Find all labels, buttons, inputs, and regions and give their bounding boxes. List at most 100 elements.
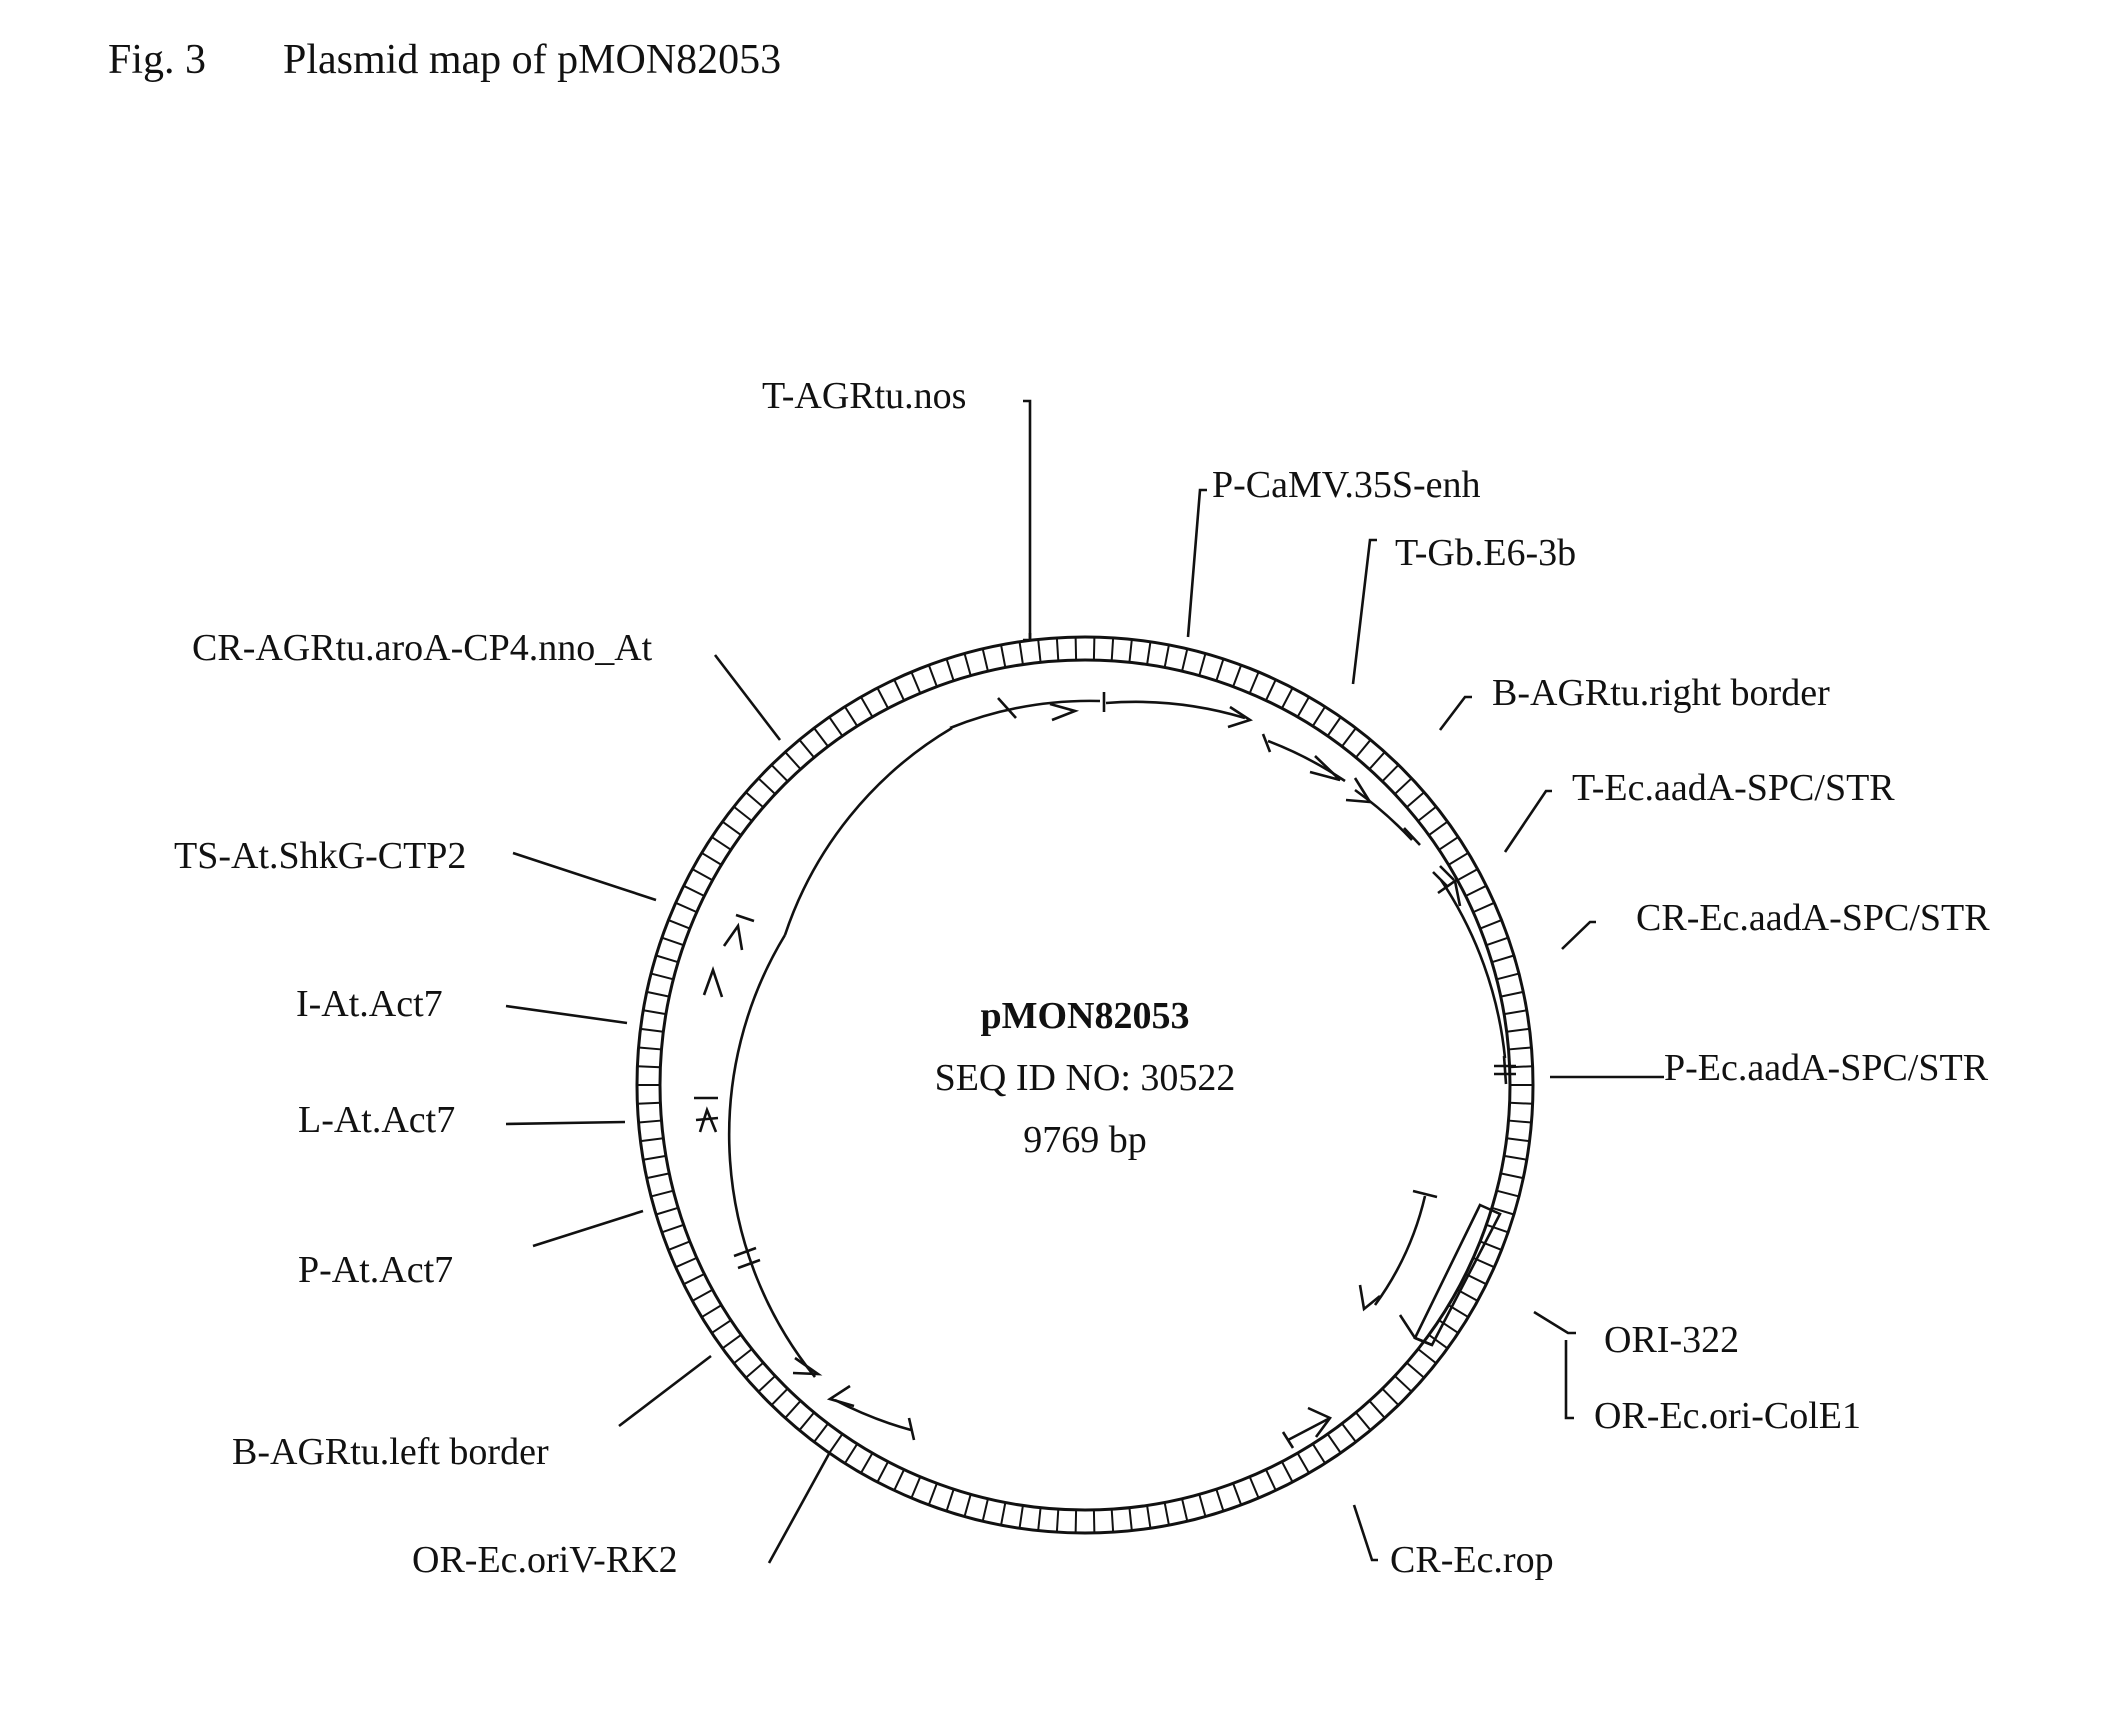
ring-tick bbox=[1486, 1223, 1509, 1234]
ring-tick bbox=[1456, 868, 1479, 882]
ring-tick bbox=[1406, 791, 1425, 809]
backbone-ring bbox=[635, 635, 1535, 1535]
ring-tick bbox=[1248, 1476, 1260, 1499]
ring-tick bbox=[733, 1348, 753, 1365]
ring-tick bbox=[650, 1189, 674, 1198]
ring-tick bbox=[661, 1223, 684, 1234]
ring-tick bbox=[1355, 739, 1372, 759]
arc-ori-reverse bbox=[1373, 1195, 1427, 1306]
ring-tick bbox=[1296, 696, 1310, 718]
plasmid-seq-id: SEQ ID NO: 30522 bbox=[935, 1057, 1236, 1099]
ring-tick bbox=[893, 679, 905, 701]
label-t-ec-aada: T-Ec.aadA-SPC/STR bbox=[1572, 767, 1895, 809]
ring-tick bbox=[1417, 1348, 1437, 1365]
arrowhead-top bbox=[1049, 702, 1080, 722]
ring-tick bbox=[1037, 639, 1042, 663]
ring-tick bbox=[675, 1256, 698, 1269]
ring-tick bbox=[640, 1137, 664, 1143]
ring-tick bbox=[637, 1101, 661, 1105]
ring-tick bbox=[844, 1443, 859, 1464]
ring-tick bbox=[1508, 1119, 1532, 1124]
ring-tick bbox=[963, 653, 972, 676]
arc-act7 bbox=[727, 934, 817, 1378]
label-ori-322: ORI-322 bbox=[1604, 1319, 1739, 1361]
ring-tick bbox=[646, 1172, 670, 1180]
ring-tick bbox=[1491, 1206, 1515, 1216]
ring-tick bbox=[757, 1375, 776, 1393]
ring-tick bbox=[770, 764, 789, 783]
ring-tick bbox=[1055, 637, 1060, 661]
ring-tick bbox=[1215, 658, 1225, 682]
ring-tick bbox=[1438, 1319, 1459, 1334]
ring-tick bbox=[1055, 1509, 1060, 1533]
ring-tick bbox=[745, 791, 764, 809]
arc-aadA bbox=[1439, 879, 1507, 1059]
ring-tick bbox=[876, 687, 889, 709]
ring-tick bbox=[646, 990, 670, 998]
ring-tick bbox=[828, 716, 844, 737]
ring-tick bbox=[1368, 751, 1386, 770]
ring-tick bbox=[963, 1494, 972, 1517]
ring-tick bbox=[668, 1240, 691, 1251]
ring-tick bbox=[1281, 687, 1294, 709]
ring-tick bbox=[683, 884, 705, 897]
ring-tick bbox=[1018, 641, 1024, 665]
ring-tick bbox=[1394, 1375, 1413, 1393]
ring-tick bbox=[1500, 990, 1524, 998]
ring-tick bbox=[784, 751, 802, 770]
label-or-ec-oriv-rk2: OR-Ec.oriV-RK2 bbox=[412, 1539, 678, 1581]
ring-tick bbox=[733, 805, 753, 822]
ring-tick bbox=[711, 836, 732, 851]
ring-tick bbox=[745, 1361, 764, 1379]
ring-tick bbox=[1503, 1009, 1527, 1016]
ring-tick bbox=[1281, 1461, 1294, 1483]
ring-tick bbox=[910, 1476, 922, 1499]
ring-tick bbox=[1146, 1505, 1152, 1529]
ring-tick bbox=[1381, 1387, 1400, 1406]
label-b-agrtu-right-border: B-AGRtu.right border bbox=[1492, 672, 1830, 714]
ring-tick bbox=[721, 820, 742, 837]
ring-tick bbox=[1406, 1361, 1425, 1379]
ring-tick bbox=[1265, 679, 1277, 701]
ring-tick bbox=[1428, 820, 1449, 837]
ring-tick bbox=[1181, 1498, 1189, 1522]
ring-tick bbox=[1326, 716, 1342, 737]
ring-tick bbox=[910, 671, 922, 694]
plasmid-name: pMON82053 bbox=[981, 995, 1190, 1037]
ring-tick bbox=[637, 1065, 661, 1069]
ring-tick bbox=[1000, 1502, 1007, 1526]
ring-tick bbox=[1311, 1443, 1326, 1464]
ring-tick bbox=[1018, 1505, 1024, 1529]
label-t-agrtu-nos: T-AGRtu.nos bbox=[762, 375, 966, 417]
ring-tick bbox=[813, 1422, 829, 1443]
ring-tick bbox=[876, 1461, 889, 1483]
ring-tick bbox=[655, 954, 679, 964]
ring-tick bbox=[1508, 1046, 1532, 1051]
ring-tick bbox=[770, 1387, 789, 1406]
ring-tick bbox=[945, 1488, 955, 1512]
ring-tick bbox=[1000, 644, 1007, 668]
ring-tick bbox=[1465, 884, 1487, 897]
label-p-ec-aada: P-Ec.aadA-SPC/STR bbox=[1664, 1047, 1989, 1089]
arc-rop bbox=[1287, 1416, 1331, 1442]
ring-tick bbox=[1479, 919, 1502, 930]
ring-tick bbox=[1448, 852, 1469, 866]
ring-tick bbox=[1394, 777, 1413, 795]
label-i-at-act7: I-At.Act7 bbox=[296, 983, 443, 1025]
label-p-camv-35s-enh: P-CaMV.35S-enh bbox=[1212, 464, 1481, 506]
ring-tick bbox=[1163, 644, 1170, 668]
ring-tick bbox=[1181, 648, 1189, 672]
ring-tick bbox=[1248, 671, 1260, 694]
arc-aroA-cp4 bbox=[949, 699, 1101, 730]
ring-tick bbox=[1198, 1494, 1207, 1517]
label-ts-at-shkg-ctp2: TS-At.ShkG-CTP2 bbox=[174, 835, 466, 877]
plasmid-size: 9769 bp bbox=[1023, 1119, 1147, 1161]
ring-tick bbox=[1128, 1507, 1133, 1531]
ring-tick bbox=[813, 727, 829, 748]
label-cr-ec-aada: CR-Ec.aadA-SPC/STR bbox=[1636, 897, 1990, 939]
ring-tick bbox=[860, 1452, 874, 1474]
ring-tick bbox=[1509, 1101, 1533, 1105]
label-t-gb-e6-3b: T-Gb.E6-3b bbox=[1395, 532, 1576, 574]
